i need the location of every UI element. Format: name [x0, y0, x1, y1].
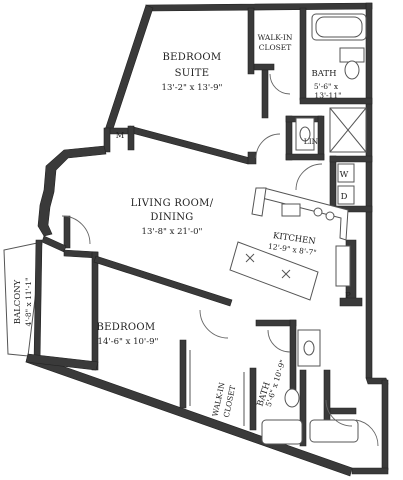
bedroom-label: BEDROOM [97, 322, 156, 333]
living-dining-dims: 13'-8" x 21'-0" [142, 227, 203, 237]
pantry-label: P [345, 291, 351, 301]
outer-walls [3, 2, 389, 477]
living-dining-label-1: LIVING ROOM/ [131, 198, 214, 209]
door-swings [61, 73, 379, 447]
lin-label: LIN [304, 137, 319, 146]
dryer-label: D [341, 192, 348, 202]
bath-top-dims-2: 13'-11" [314, 91, 341, 100]
washer-label: W [340, 170, 349, 180]
bedroom-suite-label-1: BEDROOM [163, 52, 222, 63]
bedroom-dims: 14'-6" x 10'-9" [98, 337, 159, 347]
balcony-dims: 4'-8" x 11'-1" [24, 278, 33, 327]
living-dining-label-2: DINING [150, 212, 193, 223]
bedroom-suite-dims: 13'-2" x 13'-9" [162, 83, 223, 93]
fixtures [189, 13, 367, 445]
walk-in-closet-top-label-1: WALK-IN [258, 33, 293, 42]
walk-in-closet-top-label-2: CLOSET [259, 43, 291, 52]
m-closet-label: M [116, 131, 125, 141]
interior-walls [93, 7, 373, 447]
bath-top-label: BATH [311, 69, 336, 79]
bedroom-suite-label-2: SUITE [175, 68, 210, 79]
balcony-label: BALCONY [13, 279, 23, 324]
bath-top-dims-1: 5'-6" x [314, 82, 339, 91]
